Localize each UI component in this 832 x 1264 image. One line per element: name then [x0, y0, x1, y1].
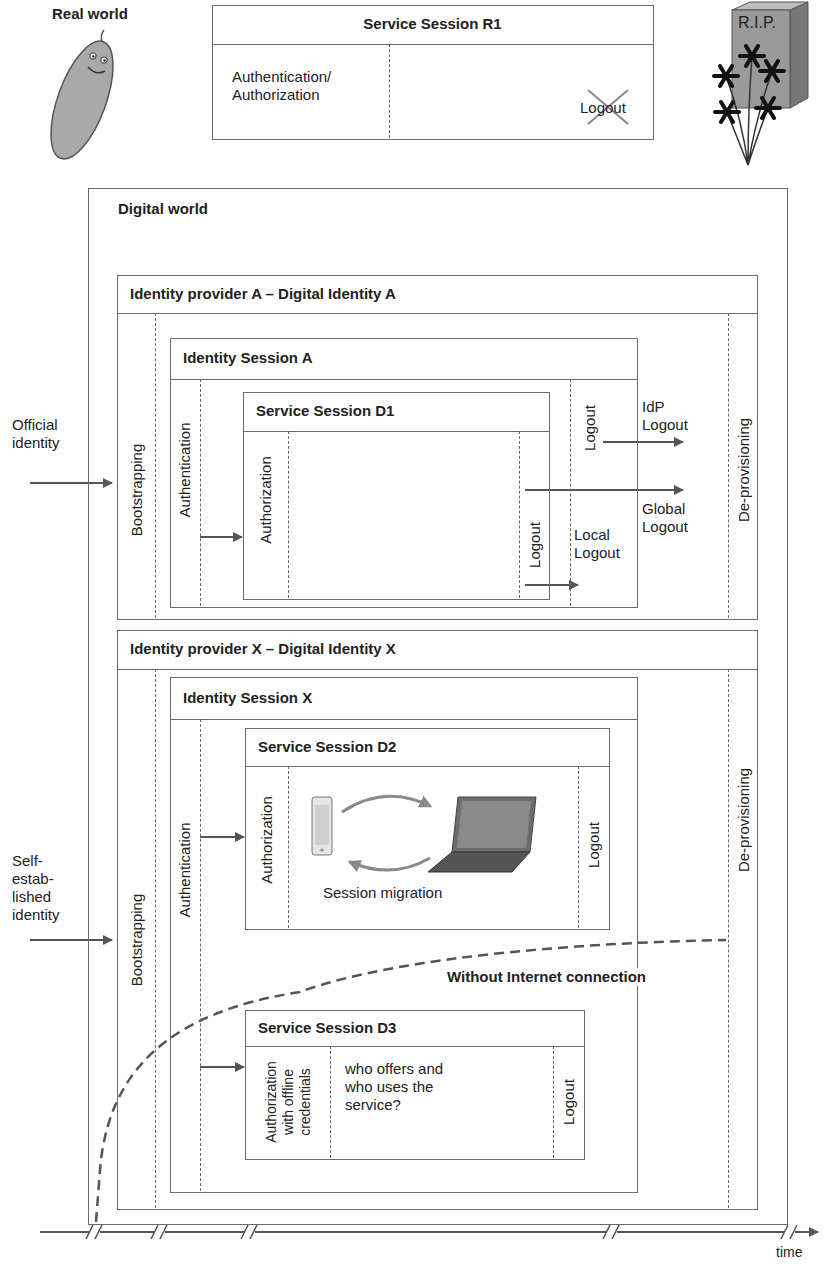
- connector-arrow: [200, 1066, 244, 1068]
- phase-label: Authorization: [257, 456, 275, 544]
- box-heading: Service Session D2: [258, 738, 396, 756]
- phase-label: Logout: [526, 522, 544, 568]
- phase-divider: [155, 669, 156, 1208]
- flowers: [714, 46, 784, 122]
- tombstone-side: [790, 2, 808, 108]
- person-smile: [88, 67, 105, 73]
- phase-divider: [728, 669, 729, 1208]
- box-heading: Service Session D1: [256, 402, 394, 420]
- phase-divider: [578, 766, 579, 928]
- box-heading: Identity Session X: [183, 689, 312, 707]
- person-antenna: [101, 30, 104, 42]
- input-arrow: [30, 939, 112, 941]
- logout-label: IdP Logout: [642, 398, 702, 434]
- phase-label: Bootstrapping: [128, 444, 146, 537]
- person-body: [38, 34, 126, 167]
- person-pupil: [103, 59, 106, 62]
- connector-arrow: [200, 836, 244, 838]
- boundary-label: Without Internet connection: [444, 968, 649, 986]
- phase-divider: [728, 313, 729, 618]
- input-label: Self- estab- lished identity: [12, 852, 74, 924]
- input-arrow: [30, 482, 112, 484]
- phase-label: Logout: [585, 822, 603, 868]
- service-session-box: Service Session D1 AuthorizationLogout: [243, 392, 550, 600]
- region-label: Real world: [52, 5, 128, 23]
- box-heading: Identity Session A: [183, 349, 312, 367]
- phone-screen: [315, 805, 329, 845]
- laptop-base: [428, 852, 530, 872]
- offline-boundary-curve: [96, 940, 726, 1222]
- person-figure: [38, 30, 126, 166]
- logout-label: Global Logout: [642, 500, 712, 536]
- phase-label: Authorization: [258, 796, 276, 884]
- axis-label: time: [776, 1243, 802, 1261]
- box-heading: Identity provider A – Digital Identity A: [130, 285, 396, 303]
- phase-divider: [330, 1046, 331, 1158]
- phase-divider: [288, 431, 289, 598]
- identity-provider-box: Service Session D2 AuthorizationSession m…: [117, 630, 758, 1210]
- box-heading: Digital world: [118, 200, 208, 218]
- box-text: Session migration: [323, 884, 442, 902]
- phase-label: Bootstrapping: [128, 894, 146, 987]
- phase-divider: [553, 1046, 554, 1158]
- box-heading: Identity provider X – Digital Identity X: [130, 640, 396, 658]
- box-heading: Service Session D3: [258, 1019, 396, 1037]
- axis-break-mark: [86, 1225, 797, 1239]
- box-text: Logout: [580, 99, 626, 117]
- logout-arrow: [525, 489, 683, 491]
- world-region: Service Session D1AuthorizationLogoutIde…: [88, 188, 788, 1225]
- connector-arrow: [200, 536, 242, 538]
- phase-label: Authorization with offline credentials: [263, 1052, 314, 1152]
- tombstone-top: [732, 2, 808, 10]
- identity-provider-box: Service Session D1AuthorizationLogoutIde…: [117, 275, 758, 620]
- logout-label: Local Logout: [574, 526, 634, 562]
- phase-divider: [200, 379, 201, 606]
- person-pupil: [92, 55, 95, 58]
- identity-session-box: Service Session D2 AuthorizationSession m…: [170, 677, 638, 1193]
- laptop-display: [457, 801, 531, 848]
- phone-icon: [312, 797, 332, 855]
- phase-label: Logout: [560, 1079, 578, 1125]
- phase-divider: [519, 431, 520, 598]
- phase-label: Logout: [581, 405, 599, 451]
- device-illustration: [312, 796, 536, 872]
- tombstone-text: R.I.P.: [738, 14, 776, 32]
- service-session-box: Service Session D3 Authorization with off…: [245, 1010, 585, 1160]
- person-eye: [101, 57, 107, 63]
- migration-arrow: [350, 858, 430, 870]
- phone-button: [320, 848, 323, 851]
- phase-divider: [288, 766, 289, 928]
- box-heading: Service Session R1: [213, 15, 652, 33]
- service-session-box: Service Session R1 Authentication/ Author…: [212, 5, 654, 140]
- phase-divider: [155, 313, 156, 618]
- tombstone-front: [732, 10, 790, 108]
- phase-divider: [570, 379, 571, 606]
- phase-label: De-provisioning: [735, 418, 753, 522]
- identity-session-box: Service Session D1AuthorizationLogoutIde…: [170, 338, 638, 608]
- phase-divider: [200, 719, 201, 1191]
- box-text: Authentication/ Authorization: [232, 68, 362, 104]
- phase-label: Authentication: [176, 822, 194, 917]
- tombstone: [714, 2, 808, 165]
- phase-label: Authentication: [176, 422, 194, 517]
- phase-divider: [389, 44, 390, 138]
- phase-label: De-provisioning: [735, 768, 753, 872]
- person-eye: [90, 53, 96, 59]
- logout-arrow: [603, 441, 683, 443]
- input-label: Official identity: [12, 416, 84, 452]
- laptop-screen: [452, 797, 536, 852]
- service-session-box: Service Session D2 AuthorizationSession m…: [245, 728, 610, 930]
- migration-arrow: [342, 796, 430, 812]
- box-text: who offers and who uses the service?: [345, 1060, 445, 1114]
- axis-breaks: [86, 1225, 797, 1239]
